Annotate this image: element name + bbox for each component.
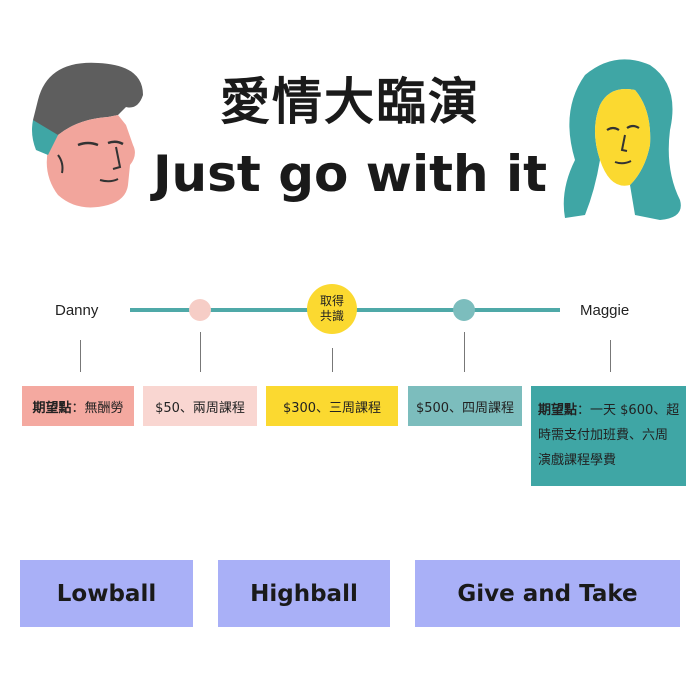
consensus-label-line1: 取得 xyxy=(319,294,344,308)
box-offer-500: $500、四周課程 xyxy=(408,386,522,426)
box-danny-text: ：無酬勞 xyxy=(71,400,124,416)
timeline-dot-500 xyxy=(453,299,475,321)
box-danny-label: 期望點 xyxy=(32,400,72,416)
tick-50 xyxy=(200,332,201,372)
title-english: Just go with it xyxy=(152,145,548,203)
box-offer-50: $50、兩周課程 xyxy=(143,386,257,426)
timeline-dot-consensus: 取得 共識 xyxy=(307,284,357,334)
box-maggie-text: ：一天 $600、超時需支付加班費、六周演戲課程學費 xyxy=(538,403,680,468)
title-chinese: 愛情大臨演 xyxy=(220,73,480,131)
box-offer-300: $300、三周課程 xyxy=(266,386,398,426)
box-maggie-expectation: 期望點：一天 $600、超時需支付加班費、六周演戲課程學費 xyxy=(531,386,686,486)
consensus-label-line2: 共識 xyxy=(319,309,344,323)
box-maggie-label: 期望點 xyxy=(538,403,578,418)
tick-300 xyxy=(332,348,333,372)
timeline-dot-50 xyxy=(189,299,211,321)
woman-face-icon xyxy=(563,59,681,220)
tick-maggie xyxy=(610,340,611,372)
box-danny-expectation: 期望點：無酬勞 xyxy=(22,386,134,426)
strategy-lowball: Lowball xyxy=(20,560,193,627)
strategy-highball: Highball xyxy=(218,560,390,627)
character-name-right: Maggie xyxy=(580,302,630,319)
tick-danny xyxy=(80,340,81,372)
tick-500 xyxy=(464,332,465,372)
strategy-give-and-take: Give and Take xyxy=(415,560,680,627)
man-face-icon xyxy=(32,62,143,208)
character-name-left: Danny xyxy=(55,302,99,319)
